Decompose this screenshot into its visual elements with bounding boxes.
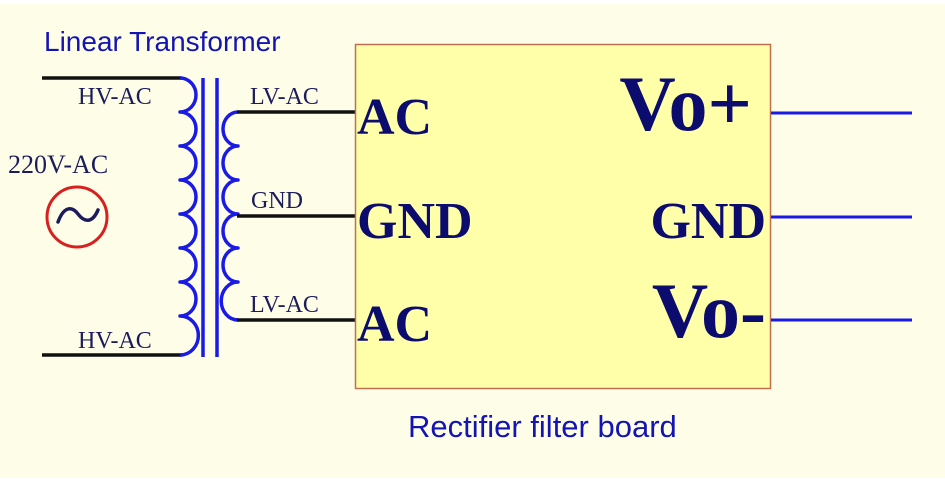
board-title: Rectifier filter board xyxy=(408,409,677,444)
board-input-gnd: GND xyxy=(357,193,473,250)
board-output-gnd: GND xyxy=(650,193,766,250)
board-output-vo-plus: Vo+ xyxy=(619,60,752,147)
secondary-top-label: LV-AC xyxy=(250,84,319,110)
primary-coil xyxy=(178,76,201,357)
sine-wave-icon xyxy=(56,207,100,224)
primary-bottom-label: HV-AC xyxy=(78,328,152,354)
secondary-bottom-label: LV-AC xyxy=(250,292,319,318)
secondary-center-label: GND xyxy=(251,188,303,214)
transformer-title: Linear Transformer xyxy=(44,26,281,57)
ac-source-icon xyxy=(45,185,109,249)
board-input-ac-top: AC xyxy=(357,89,432,146)
board-output-vo-minus: Vo- xyxy=(652,267,766,354)
secondary-coil xyxy=(219,110,240,322)
source-label: 220V-AC xyxy=(8,150,108,179)
rectifier-board xyxy=(354,43,772,390)
board-input-ac-bottom: AC xyxy=(357,296,432,353)
diagram-canvas: Linear Transformer Rectifier filter boar… xyxy=(0,4,945,478)
primary-top-label: HV-AC xyxy=(78,84,152,110)
schematic: Linear Transformer Rectifier filter boar… xyxy=(8,26,912,444)
